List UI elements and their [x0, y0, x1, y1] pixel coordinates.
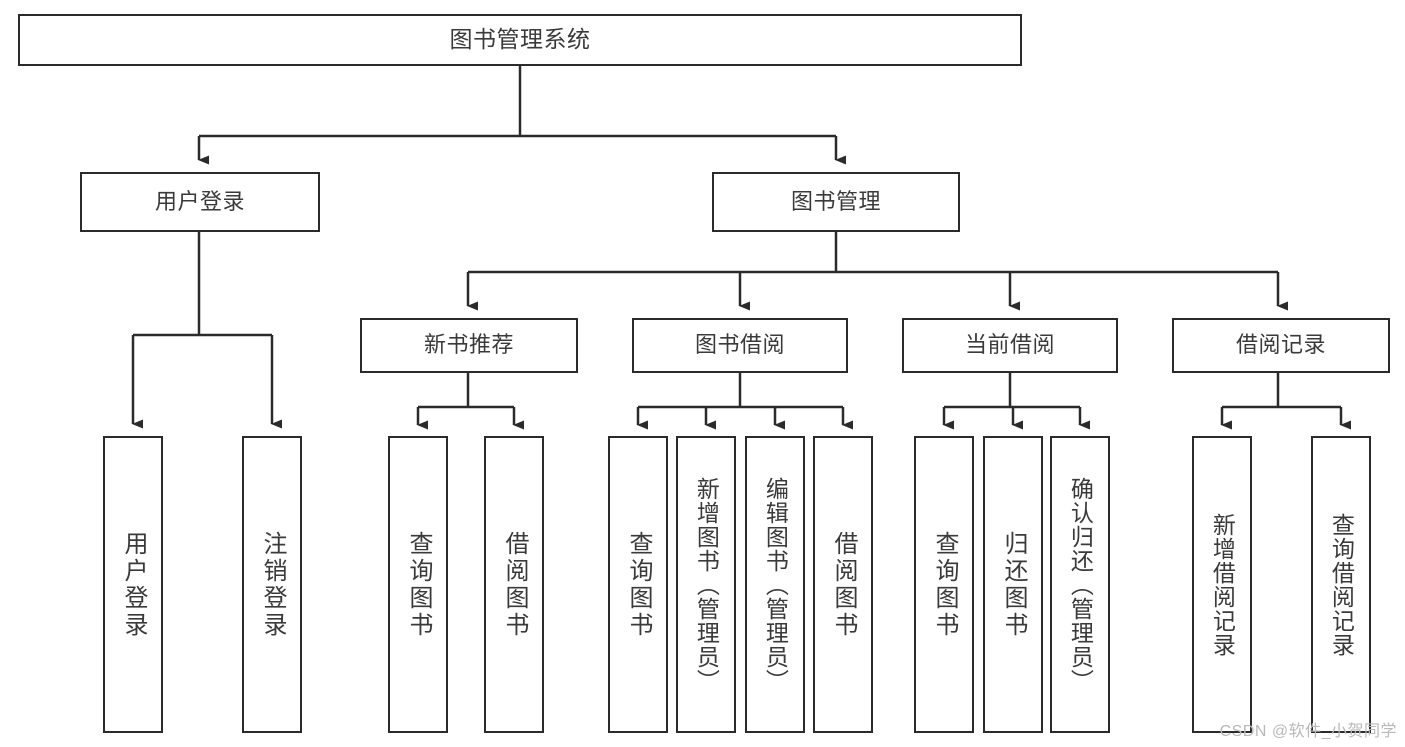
leaf-borrow-edit-book-admin[interactable]: 编辑图书（管理员） — [745, 436, 805, 733]
node-book-borrow[interactable]: 图书借阅 — [632, 318, 848, 373]
leaf-borrow-add-book-admin[interactable]: 新增图书（管理员） — [676, 436, 736, 733]
leaf-new-book-borrow[interactable]: 借阅图书 — [484, 436, 544, 733]
leaf-user-login-login[interactable]: 用户登录 — [103, 436, 163, 733]
leaf-record-add-record[interactable]: 新增借阅记录 — [1192, 436, 1252, 733]
node-book-management[interactable]: 图书管理 — [712, 172, 960, 232]
leaf-borrow-query-book[interactable]: 查询图书 — [608, 436, 668, 733]
leaf-record-query-record[interactable]: 查询借阅记录 — [1311, 436, 1371, 733]
leaf-current-query-book[interactable]: 查询图书 — [914, 436, 974, 733]
leaf-new-book-query[interactable]: 查询图书 — [388, 436, 448, 733]
node-root-system[interactable]: 图书管理系统 — [18, 14, 1022, 66]
node-new-book-recommend[interactable]: 新书推荐 — [360, 318, 578, 373]
leaf-current-confirm-return-admin[interactable]: 确认归还（管理员） — [1050, 436, 1110, 733]
leaf-user-login-logout[interactable]: 注销登录 — [242, 436, 302, 733]
node-borrow-record[interactable]: 借阅记录 — [1172, 318, 1390, 373]
watermark-text: CSDN @软件_小贺同学 — [1219, 723, 1397, 740]
node-current-borrow[interactable]: 当前借阅 — [902, 318, 1118, 373]
node-user-login[interactable]: 用户登录 — [80, 172, 320, 232]
leaf-current-return-book[interactable]: 归还图书 — [983, 436, 1043, 733]
leaf-borrow-borrow-book[interactable]: 借阅图书 — [813, 436, 873, 733]
